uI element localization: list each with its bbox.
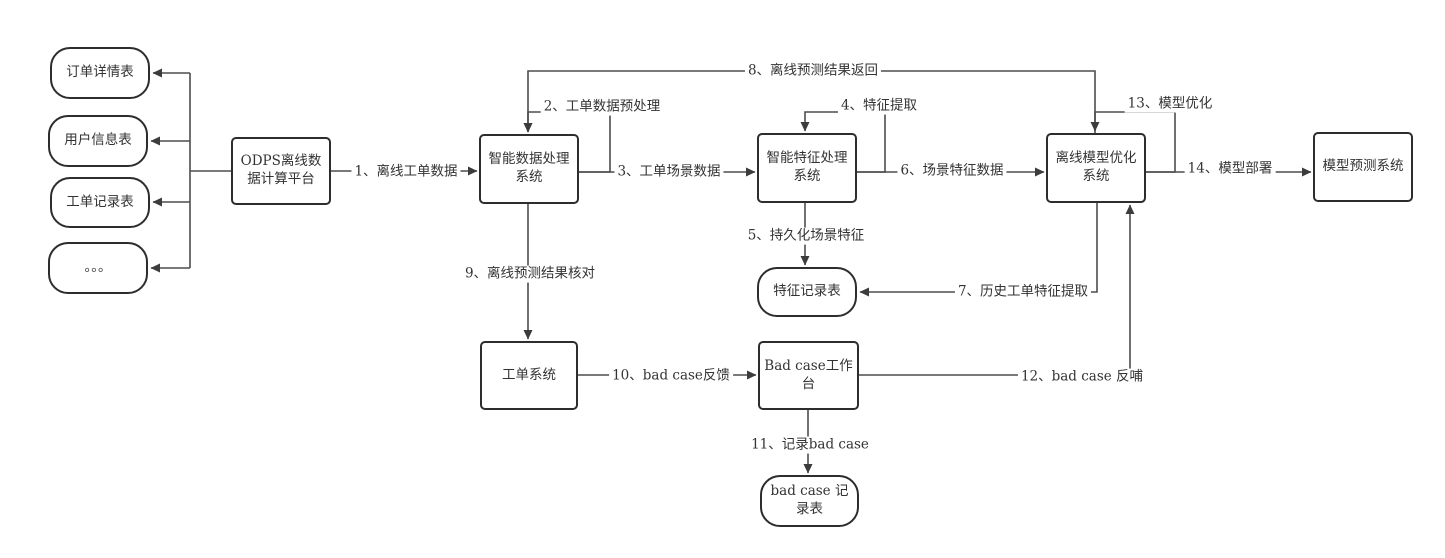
node-label: bad case 记录表 (770, 483, 849, 517)
node-ticket-system: 工单系统 (480, 341, 578, 410)
edge-7-line (859, 203, 1098, 297)
node-more-tables: 。。。 (48, 242, 148, 294)
node-data-processing-system: 智能数据处理系统 (479, 134, 579, 204)
edge-label-10: 10、bad case反馈 (609, 367, 733, 385)
node-label: ODPS离线数据计算平台 (240, 153, 322, 187)
node-order-detail-table: 订单详情表 (50, 47, 150, 99)
edge-label-6: 6、场景特征数据 (897, 162, 1007, 180)
edge-label-3: 3、工单场景数据 (614, 163, 724, 181)
edge-label-7: 7、历史工单特征提取 (954, 283, 1092, 301)
edge-label-13: 13、模型优化 (1124, 95, 1216, 113)
node-feature-record-table: 特征记录表 (757, 267, 857, 317)
node-label: Bad case工作台 (764, 357, 853, 392)
node-label: 模型预测系统 (1322, 158, 1404, 175)
node-model-prediction-system: 模型预测系统 (1313, 132, 1413, 202)
edge-label-12: 12、bad case 反哺 (1017, 368, 1147, 386)
node-label: 。。。 (84, 259, 112, 276)
edge-label-2: 2、工单数据预处理 (540, 98, 664, 116)
edge-label-4: 4、特征提取 (837, 97, 921, 115)
node-feature-processing-system: 智能特征处理系统 (757, 133, 857, 203)
node-label: 特征记录表 (773, 283, 841, 300)
edge-label-14: 14、模型部署 (1184, 160, 1276, 178)
node-model-optimization-system: 离线模型优化系统 (1046, 133, 1146, 203)
node-bad-case-workbench: Bad case工作台 (758, 341, 859, 410)
node-label: 工单记录表 (66, 193, 134, 210)
node-label: 工单系统 (502, 366, 556, 383)
node-label: 订单详情表 (66, 64, 134, 81)
node-bad-case-record-table: bad case 记录表 (760, 475, 859, 527)
node-label: 离线模型优化系统 (1055, 150, 1137, 184)
edge-label-11: 11、记录bad case (748, 436, 872, 454)
node-odps-platform: ODPS离线数据计算平台 (231, 137, 331, 205)
edge-label-5: 5、持久化场景特征 (744, 227, 868, 245)
node-ticket-record-table: 工单记录表 (50, 177, 150, 228)
edge-label-8: 8、离线预测结果返回 (744, 62, 882, 80)
edge-label-9: 9、离线预测结果核对 (461, 265, 599, 283)
node-label: 智能特征处理系统 (766, 150, 848, 184)
edge-label-1: 1、离线工单数据 (351, 163, 461, 181)
node-label: 智能数据处理系统 (488, 151, 570, 185)
node-user-info-table: 用户信息表 (48, 115, 148, 167)
node-label: 用户信息表 (64, 132, 132, 149)
